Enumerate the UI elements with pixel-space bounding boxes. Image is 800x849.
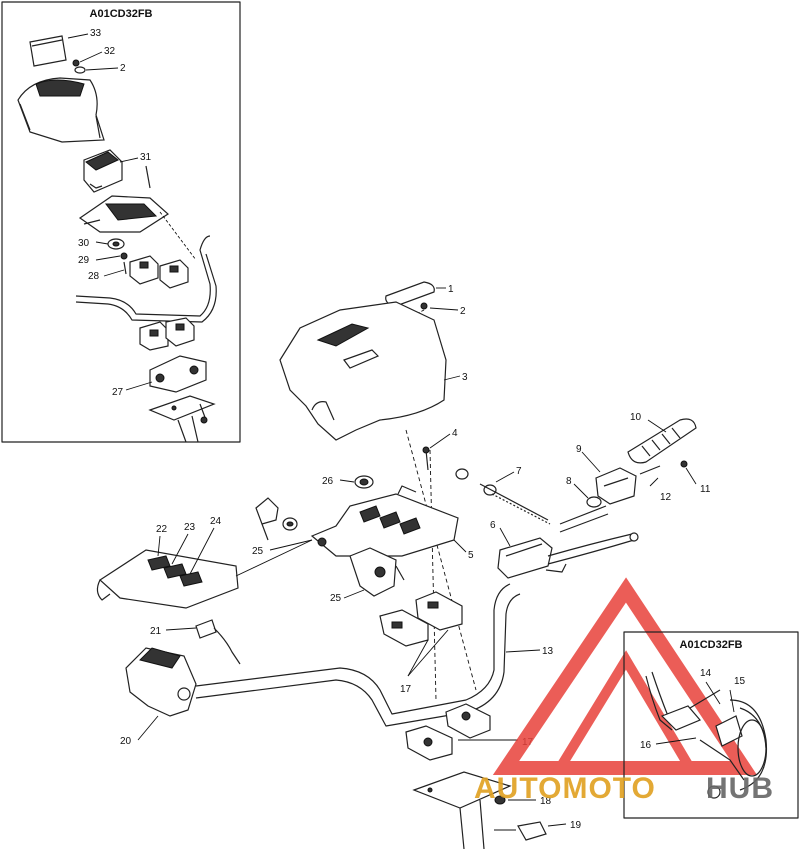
callout-number: 20 (120, 736, 132, 747)
main-handlebar (195, 583, 511, 715)
callout-number: 33 (90, 28, 102, 39)
watermark-logo (492, 577, 758, 775)
callout-number: 22 (156, 524, 168, 535)
callout-number: 24 (210, 516, 222, 527)
callout-number: 5 (468, 550, 474, 561)
callout-number: 1 (448, 284, 454, 295)
callout-number: 9 (576, 444, 582, 455)
callout-number: 2 (120, 63, 126, 74)
inset-code: A01CD32FB (680, 639, 743, 651)
callout-number: 19 (570, 820, 582, 831)
pad-part (385, 281, 435, 307)
callout-number: 21 (150, 626, 162, 637)
inset-frame (1, 1, 241, 443)
callout-number: 28 (88, 271, 100, 282)
callout-number: 26 (322, 476, 334, 487)
callout-number: 8 (566, 476, 572, 487)
callout-number: 17 (400, 684, 412, 695)
callout-number: 13 (542, 646, 554, 657)
brake-master (497, 537, 553, 579)
switch-part (349, 547, 397, 597)
callout-number: 10 (630, 412, 642, 423)
svg-text:HUB: HUB (706, 772, 774, 805)
callout-number: 27 (112, 387, 124, 398)
callout-number: 18 (540, 796, 552, 807)
callout-number: 30 (78, 238, 90, 249)
callout-number: 2 (460, 306, 466, 317)
inset-frame (623, 631, 799, 819)
callout-number: 3 (462, 372, 468, 383)
callout-number: 6 (490, 520, 496, 531)
callout-number: 31 (140, 152, 152, 163)
callout-number: 32 (104, 46, 116, 57)
callout-number: 4 (452, 428, 458, 439)
callout-number: 14 (700, 668, 712, 679)
callout-number: 11 (700, 484, 711, 495)
grip-part (627, 418, 697, 464)
cap-part (29, 35, 67, 67)
svg-text:AUTOMOTO: AUTOMOTO (474, 772, 656, 805)
callout-number: 23 (184, 522, 196, 533)
callout-number: 16 (640, 740, 652, 751)
main-assembly: 1 2 3 4 26 5 (96, 281, 711, 849)
inset-bottom-right: A01CD32FB 14 15 16 (623, 631, 799, 819)
inset-top-left: A01CD32FB 33 32 2 31 30 (1, 1, 241, 443)
riser-part (149, 355, 207, 393)
inset-handlebar (75, 235, 211, 317)
switch-plate (99, 549, 239, 609)
callout-number: 25 (330, 593, 342, 604)
callout-number: 12 (660, 492, 672, 503)
main-cover (279, 301, 447, 441)
callout-number: 7 (516, 466, 522, 477)
callout-number: 29 (78, 255, 90, 266)
callout-number: 15 (734, 676, 746, 687)
watermark-text: AUTOMOTO HUB (474, 772, 774, 805)
callout-number: 25 (252, 546, 264, 557)
inset-code: A01CD32FB (90, 8, 153, 20)
